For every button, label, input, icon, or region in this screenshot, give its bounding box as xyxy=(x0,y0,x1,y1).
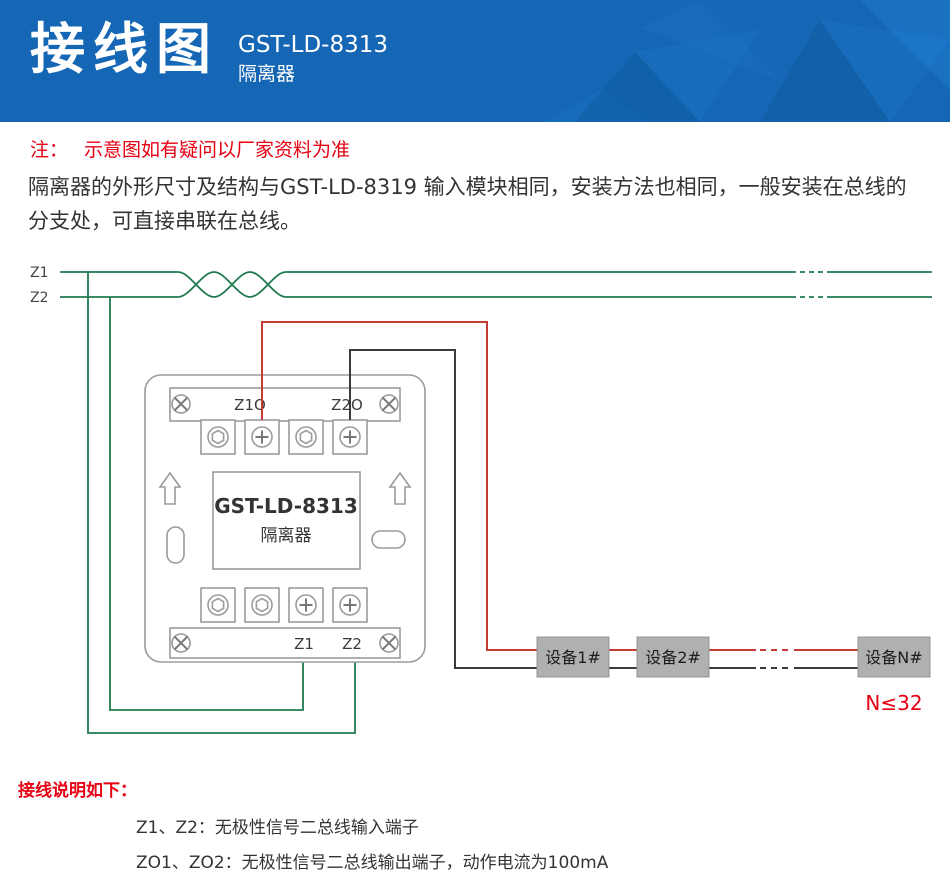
top-terminal-strip xyxy=(169,387,401,422)
footer-title: 接线说明如下： xyxy=(18,781,137,801)
bus-z2-label: Z2 xyxy=(30,290,49,306)
mounting-slot xyxy=(166,526,185,564)
bottom-terminal-strip xyxy=(169,627,401,659)
module-model-label: GST-LD-8313 xyxy=(214,494,358,518)
bus-break-dots xyxy=(800,271,823,298)
wiring-diagram: Z1 Z2 Z1O xyxy=(0,250,950,770)
up-arrow-icon xyxy=(158,471,182,505)
device-1-label: 设备1# xyxy=(545,648,601,667)
device-1-box: 设备1# xyxy=(536,636,610,678)
up-arrow-icon xyxy=(388,471,412,505)
page-title: 接线图 xyxy=(30,17,220,81)
footer-terminal-note-1: Z1、Z2：无极性信号二总线输入端子 xyxy=(136,818,419,838)
mounting-slot xyxy=(371,530,406,549)
device-2-box: 设备2# xyxy=(636,636,710,678)
note-line: 注： 示意图如有疑问以厂家资料为准 xyxy=(30,135,350,162)
top-terminal-screws xyxy=(200,419,368,455)
black-output-wire xyxy=(349,349,890,669)
header-device-name: 隔离器 xyxy=(238,62,296,85)
module-name-label: 隔离器 xyxy=(261,526,312,546)
terminal-label-z2o: Z2O xyxy=(331,396,363,414)
bus-lines: Z1 Z2 xyxy=(30,265,932,306)
header-subtitle-block: GST-LD-8313 隔离器 xyxy=(238,32,388,88)
note-text: 示意图如有疑问以厂家资料为准 xyxy=(84,139,351,161)
isolator-module: Z1O Z2O xyxy=(144,374,426,663)
bottom-terminal-screws xyxy=(200,587,368,623)
corner-screw-icon xyxy=(171,394,191,414)
device-n-label: 设备N# xyxy=(865,648,922,667)
corner-screw-icon xyxy=(171,633,191,653)
device-limit-label: N≤32 xyxy=(865,691,922,715)
terminal-label-z2: Z2 xyxy=(342,635,362,653)
banner-triangle-pattern xyxy=(545,0,950,122)
bus-z1-label: Z1 xyxy=(30,265,49,281)
terminal-label-z1: Z1 xyxy=(294,635,314,653)
footer-terminal-note-2: ZO1、ZO2：无极性信号二总线输出端子，动作电流为100mA xyxy=(136,853,609,873)
green-input-wires xyxy=(87,272,356,734)
corner-screw-icon xyxy=(379,394,399,414)
corner-screw-icon xyxy=(379,633,399,653)
description-paragraph: 隔离器的外形尺寸及结构与GST-LD-8319 输入模块相同，安装方法也相同，一… xyxy=(28,175,907,233)
header-banner: 接线图 GST-LD-8313 隔离器 xyxy=(0,0,950,122)
note-label: 注： xyxy=(30,139,69,161)
header-model: GST-LD-8313 xyxy=(238,32,389,58)
device-n-box: 设备N# xyxy=(857,636,931,678)
terminal-label-z1o: Z1O xyxy=(234,396,266,414)
device-2-label: 设备2# xyxy=(645,648,701,667)
module-nameplate xyxy=(212,471,361,570)
